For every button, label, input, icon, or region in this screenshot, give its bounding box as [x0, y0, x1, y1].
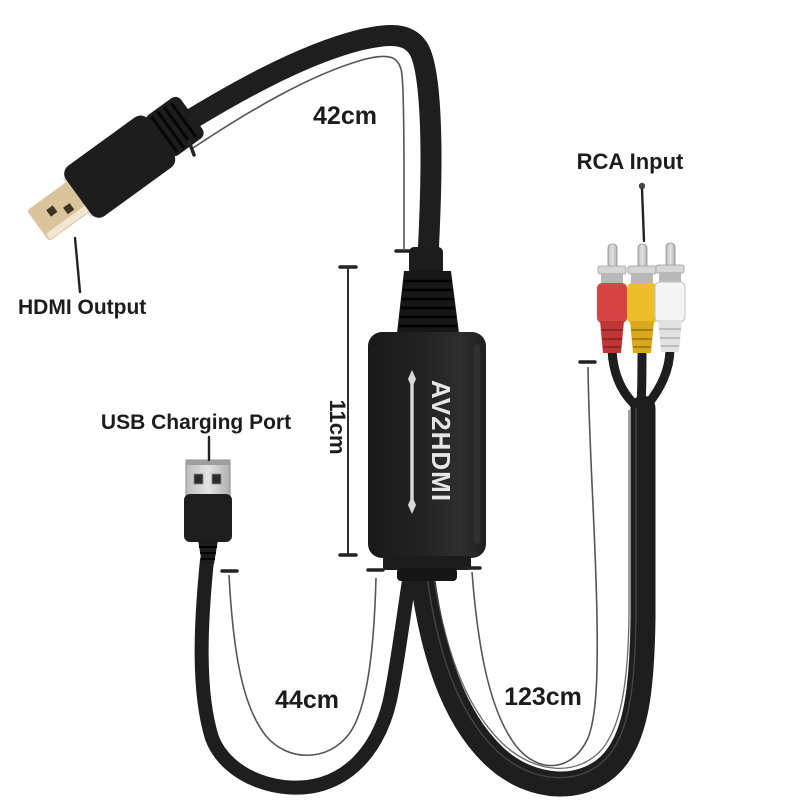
usb-hole: [211, 473, 222, 485]
rca-collar: [659, 272, 681, 283]
rca-tail-ribbed: [600, 321, 624, 353]
annotation-123cm: 123cm: [463, 360, 599, 767]
rca-collar-flange: [597, 265, 627, 275]
hdmi-plug-hole: [63, 203, 75, 215]
usb-body: [184, 494, 232, 542]
rca-collar: [601, 273, 623, 284]
hdmi-connector: [28, 96, 204, 241]
rca-connector-red: [597, 243, 627, 353]
converter-relief-ribs: [399, 279, 457, 328]
rca-body-red: [597, 283, 627, 323]
hdmi-plug-hole: [46, 205, 58, 217]
rca-pin: [665, 242, 676, 269]
converter-neck-lower: [397, 568, 457, 581]
annotation-rca-input: RCA Input: [577, 149, 684, 243]
hdmi-plug-highlight: [46, 204, 91, 240]
hdmi-plug: [28, 180, 92, 241]
usb-shell-edge: [186, 460, 230, 465]
rca-cable-length-label: 123cm: [504, 683, 582, 711]
converter-length-label: 11cm: [325, 399, 350, 454]
annotation-42cm: 42cm: [187, 55, 412, 253]
converter-body: [368, 332, 486, 558]
measure-curve-123cm: [471, 366, 599, 767]
hdmi-output-label: HDMI Output: [18, 296, 146, 319]
measure-curve-44cm: [228, 574, 377, 756]
rca-pin: [637, 243, 648, 270]
device-label-line-cap: [408, 370, 416, 388]
rca-connector-yellow: [627, 243, 657, 353]
rca-pointer-dot: [638, 182, 646, 190]
hdmi-cable: [161, 25, 442, 269]
annotation-11cm: 11cm: [325, 265, 358, 557]
converter: AV2HDMI: [368, 247, 486, 581]
converter-body-sheen: [474, 344, 480, 544]
rca-pointer-line: [640, 187, 646, 243]
rca-input-label: RCA Input: [577, 149, 684, 174]
converter-neck-upper: [383, 556, 471, 570]
annotation-hdmi-output: HDMI Output: [18, 236, 146, 319]
rca-connector-white: [654, 242, 686, 352]
rca-pin: [607, 243, 618, 270]
hdmi-strain-relief-ribs: [150, 102, 198, 153]
rca-bundle-main: [409, 395, 656, 797]
rca-cable-bundle: [409, 343, 675, 797]
hdmi-body: [64, 115, 176, 218]
usb-hole: [193, 473, 204, 485]
rca-collar-flange: [627, 265, 657, 275]
usb-cable-length-label: 44cm: [275, 686, 339, 714]
rca-tail-ribbed: [658, 320, 682, 352]
rca-tail-white: [643, 343, 675, 409]
rca-collar-flange: [655, 264, 685, 274]
rca-bundle-strand: [426, 406, 637, 779]
rca-tail-ribs: [601, 329, 623, 348]
device-label: AV2HDMI: [426, 380, 456, 502]
rca-bundle-strand: [432, 410, 630, 769]
hdmi-cable-length-label: 42cm: [313, 102, 377, 130]
rca-tail-ribs: [659, 328, 681, 347]
rca-body-white: [654, 281, 686, 323]
hdmi-pointer-line: [73, 236, 82, 294]
annotation-usb-charging-port: USB Charging Port: [101, 411, 291, 462]
rca-tail-yellow: [636, 345, 647, 409]
usb-cable: [194, 553, 417, 795]
usb-charging-port-label: USB Charging Port: [101, 411, 291, 434]
device-label-line-cap: [408, 496, 416, 514]
usb-shell: [185, 459, 231, 497]
annotation-44cm: 44cm: [220, 568, 385, 756]
converter-collar: [409, 247, 443, 275]
measure-curve-42cm: [192, 55, 405, 249]
measure-tick: [187, 139, 196, 157]
rca-tail-red: [607, 345, 639, 409]
rca-collar: [631, 273, 653, 284]
usb-connector: [184, 459, 232, 564]
rca-tail-ribbed: [630, 321, 654, 353]
rca-body-yellow: [627, 283, 657, 323]
usb-neck-ribs: [199, 546, 217, 560]
rca-tail-ribs: [631, 329, 653, 348]
